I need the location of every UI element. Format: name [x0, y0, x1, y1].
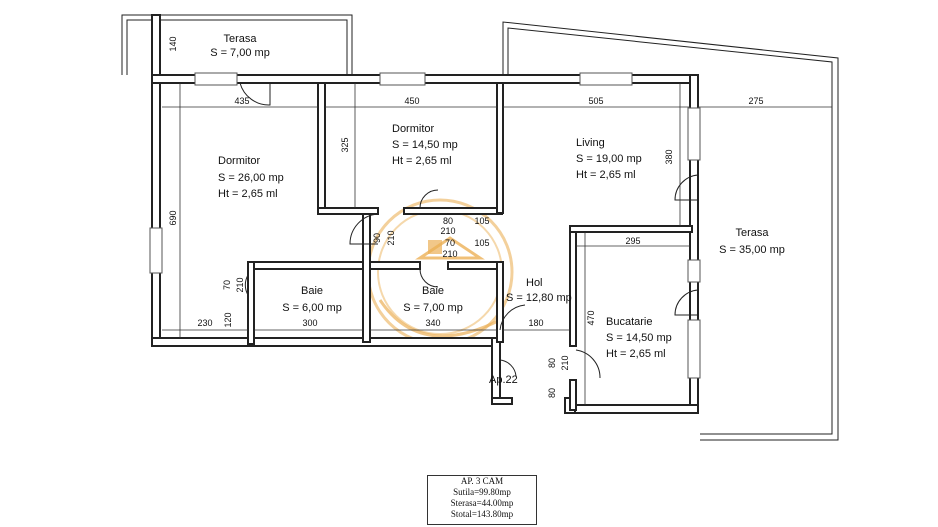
interior-walls — [247, 82, 693, 411]
apartment-label: Ap.22 — [489, 374, 518, 386]
dimension-lines — [162, 83, 832, 405]
baie-1-area: S = 6,00 mp — [282, 302, 342, 314]
baie-1-name: Baie — [301, 285, 323, 297]
living-height: Ht = 2,65 ml — [576, 169, 636, 181]
dim-label: 70 — [222, 280, 232, 290]
dim-label: 275 — [748, 96, 763, 106]
legend-sutila: Sutila=99.80mp — [453, 487, 511, 497]
dim-label: 230 — [197, 318, 212, 328]
dim-label: 450 — [404, 96, 419, 106]
dimension-labels: 140 435 450 505 275 325 380 690 80 105 2… — [168, 36, 764, 398]
dormitor-small-height: Ht = 2,65 ml — [392, 155, 452, 167]
terasa-big-outline — [502, 21, 839, 441]
legend-title: AP. 3 CAM — [460, 476, 504, 486]
windows — [149, 72, 701, 379]
terasa-small-outline — [121, 14, 353, 75]
dormitor-big-area: S = 26,00 mp — [218, 172, 284, 184]
bucatarie-name: Bucatarie — [606, 316, 652, 328]
dim-label: 120 — [223, 312, 233, 327]
door-swings — [239, 82, 699, 379]
dim-label: 295 — [625, 236, 640, 246]
dormitor-small-name: Dormitor — [392, 123, 435, 135]
dim-label: 80 — [547, 358, 557, 368]
terasa-big-area: S = 35,00 mp — [719, 244, 785, 256]
dim-label: 90 — [372, 233, 382, 243]
dim-label: 70 — [445, 238, 455, 248]
dim-label: 340 — [425, 318, 440, 328]
dim-label: 300 — [302, 318, 317, 328]
dim-label: 210 — [235, 277, 245, 292]
dim-label: 180 — [528, 318, 543, 328]
room-labels: Terasa S = 7,00 mp Dormitor S = 26,00 mp… — [210, 33, 785, 386]
terasa-small-name: Terasa — [223, 33, 257, 45]
dim-label: 105 — [474, 216, 489, 226]
dim-label: 325 — [340, 137, 350, 152]
dim-label: 380 — [664, 149, 674, 164]
dim-label: 140 — [168, 36, 178, 51]
dim-label: 435 — [234, 96, 249, 106]
living-name: Living — [576, 137, 605, 149]
legend-sterasa: Sterasa=44.00mp — [450, 498, 514, 508]
baie-2-area: S = 7,00 mp — [403, 302, 463, 314]
hol-area: S = 12,80 mp — [506, 292, 572, 304]
dim-label: 80 — [547, 388, 557, 398]
terasa-big-name: Terasa — [735, 227, 769, 239]
dormitor-big-height: Ht = 2,65 ml — [218, 188, 278, 200]
baie-2-name: Baie — [422, 285, 444, 297]
bucatarie-area: S = 14,50 mp — [606, 332, 672, 344]
dim-label: 210 — [442, 249, 457, 259]
area-summary-box: AP. 3 CAM Sutila=99.80mp Sterasa=44.00mp… — [427, 475, 537, 525]
dim-label: 505 — [588, 96, 603, 106]
dim-label: 690 — [168, 210, 178, 225]
bucatarie-height: Ht = 2,65 ml — [606, 348, 666, 360]
dim-label: 470 — [586, 310, 596, 325]
dim-label: 80 — [443, 216, 453, 226]
living-area: S = 19,00 mp — [576, 153, 642, 165]
terasa-small-area: S = 7,00 mp — [210, 47, 270, 59]
dim-label: 210 — [560, 355, 570, 370]
legend-stotal: Stotal=143.80mp — [450, 509, 514, 519]
hol-name: Hol — [526, 277, 543, 289]
dim-label: 105 — [474, 238, 489, 248]
dormitor-big-name: Dormitor — [218, 155, 261, 167]
dim-label: 210 — [386, 230, 396, 245]
dim-label: 210 — [440, 226, 455, 236]
dormitor-small-area: S = 14,50 mp — [392, 139, 458, 151]
